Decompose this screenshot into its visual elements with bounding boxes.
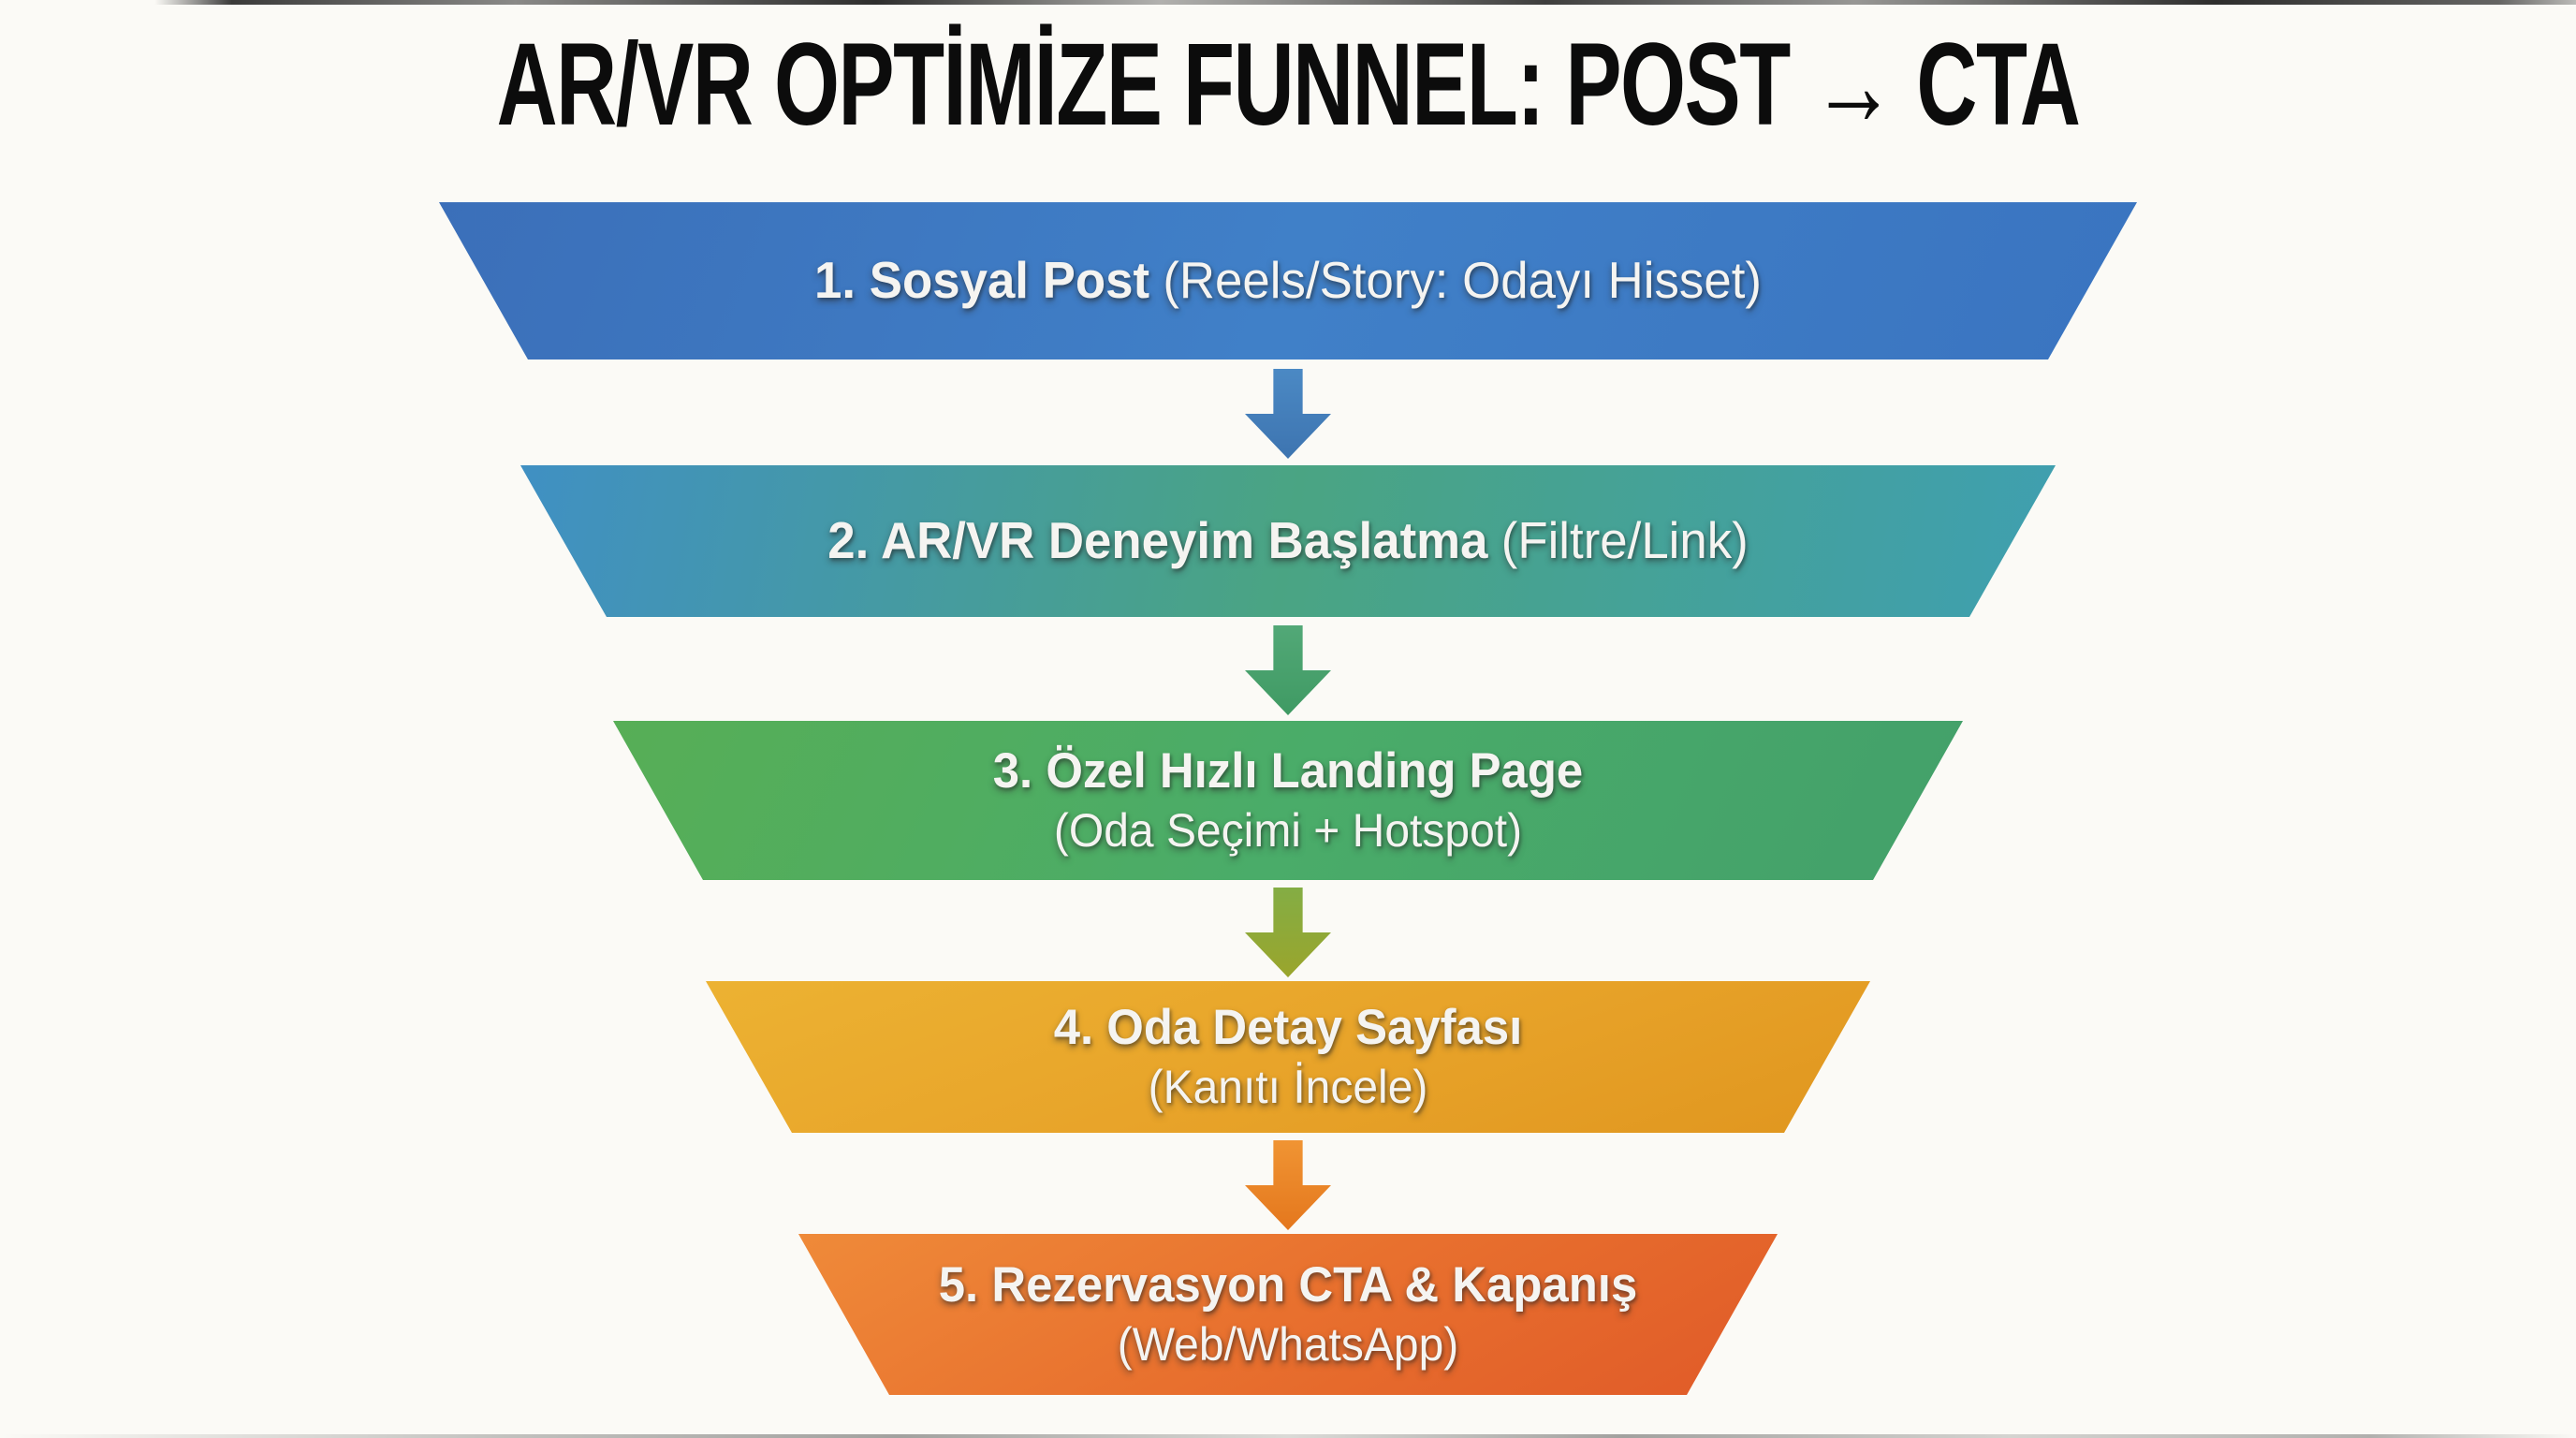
funnel-stage-3: 3. Özel Hızlı Landing Page (Oda Seçimi +… bbox=[613, 721, 1963, 880]
stage-1-subtitle: (Reels/Story: Odayı Hisset) bbox=[1163, 251, 1762, 310]
down-arrow-icon bbox=[1245, 1140, 1331, 1230]
funnel-stage-4: 4. Oda Detay Sayfası (Kanıtı İncele) bbox=[706, 981, 1870, 1133]
funnel-stage-2: 2. AR/VR Deneyim Başlatma(Filtre/Link) bbox=[520, 465, 2056, 617]
stage-2-subtitle: (Filtre/Link) bbox=[1500, 511, 1749, 570]
down-arrow-icon bbox=[1245, 625, 1331, 715]
stage-1-label: 1. Sosyal Post(Reels/Story: Odayı Hisset… bbox=[473, 249, 2102, 312]
stage-5-subtitle: (Web/WhatsApp) bbox=[1117, 1317, 1459, 1371]
down-arrow-icon bbox=[1245, 888, 1331, 977]
bottom-edge-scan-artifact bbox=[0, 1434, 2576, 1438]
funnel-stage-1: 1. Sosyal Post(Reels/Story: Odayı Hisset… bbox=[439, 202, 2137, 360]
funnel-stage-5: 5. Rezervasyon CTA & Kapanış (Web/WhatsA… bbox=[798, 1234, 1778, 1395]
top-edge-scan-artifact bbox=[0, 0, 2576, 5]
stage-3-subtitle: (Oda Seçimi + Hotspot) bbox=[1053, 803, 1523, 857]
stage-2-label: 2. AR/VR Deneyim Başlatma(Filtre/Link) bbox=[551, 509, 2025, 572]
down-arrow-icon bbox=[1245, 369, 1331, 459]
page-title: AR/VR OPTİMİZE FUNNEL: POST → CTA bbox=[496, 20, 2081, 150]
stage-1-title: 1. Sosyal Post bbox=[814, 251, 1150, 310]
stage-4-title: 4. Oda Detay Sayfası bbox=[1053, 1000, 1523, 1056]
stage-4-subtitle: (Kanıtı İncele) bbox=[1148, 1060, 1428, 1113]
stage-5-title: 5. Rezervasyon CTA & Kapanış bbox=[938, 1257, 1638, 1313]
stage-2-title: 2. AR/VR Deneyim Başlatma bbox=[827, 511, 1488, 570]
stage-3-title: 3. Özel Hızlı Landing Page bbox=[992, 743, 1584, 800]
